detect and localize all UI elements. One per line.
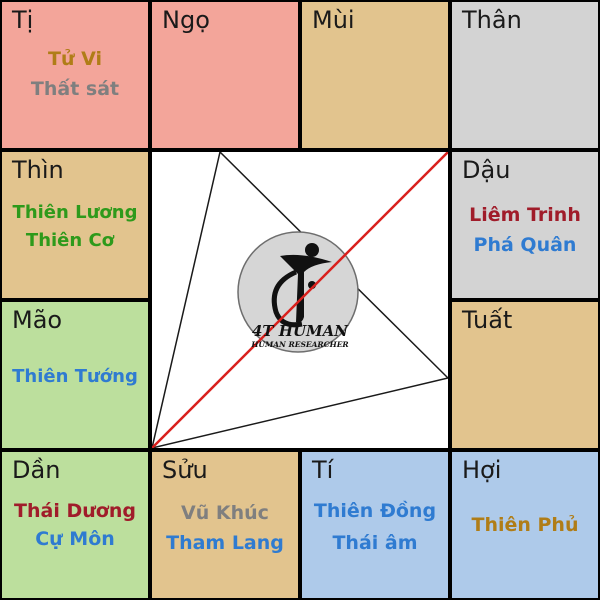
cell-suu: Sửu Vũ Khúc Tham Lang <box>152 452 298 598</box>
cell-title: Dậu <box>462 156 511 184</box>
center-diagram: 4T HUMAN HUMAN RESEARCHER <box>152 152 448 448</box>
logo-emblem-icon <box>271 243 332 328</box>
cell-hoi: Hợi Thiên Phủ <box>452 452 598 598</box>
logo-tagline: HUMAN RESEARCHER <box>250 340 348 349</box>
cell-ti-top: Tị Tử Vi Thất sát <box>2 2 148 148</box>
star-name: Thái Dương <box>14 500 136 522</box>
cell-title: Thìn <box>12 156 64 184</box>
star-name: Tử Vi <box>48 48 102 70</box>
star-name: Tham Lang <box>166 532 284 554</box>
cell-ti-bottom: Tí Thiên Đồng Thái âm <box>302 452 448 598</box>
star-name: Thiên Tướng <box>12 366 138 387</box>
cell-title: Tí <box>312 456 334 484</box>
star-name: Thiên Đồng <box>313 500 437 522</box>
diagonal-line <box>152 152 448 448</box>
cell-title: Thân <box>462 6 522 34</box>
cell-ngo: Ngọ <box>152 2 298 148</box>
star-name: Thiên Phủ <box>471 514 579 536</box>
cell-title: Mão <box>12 306 63 334</box>
cell-dau: Dậu Liêm Trinh Phá Quân <box>452 152 598 298</box>
star-name: Cự Môn <box>35 528 115 550</box>
cell-mui: Mùi <box>302 2 448 148</box>
star-name: Thiên Lương <box>12 202 138 223</box>
cell-dan: Dần Thái Dương Cự Môn <box>2 452 148 598</box>
star-name: Thái âm <box>332 532 418 554</box>
cell-title: Tị <box>12 6 34 34</box>
star-name: Phá Quân <box>473 234 577 256</box>
cell-title: Ngọ <box>162 6 210 34</box>
cell-title: Hợi <box>462 456 502 484</box>
cell-title: Tuất <box>462 306 513 334</box>
cell-than: Thân <box>452 2 598 148</box>
cell-title: Mùi <box>312 6 355 34</box>
star-name: Thiên Cơ <box>25 230 115 251</box>
center-panel: 4T HUMAN HUMAN RESEARCHER <box>152 152 448 448</box>
cell-title: Sửu <box>162 456 208 484</box>
star-name: Thất sát <box>30 78 120 100</box>
cell-mao: Mão Thiên Tướng <box>2 302 148 448</box>
star-name: Liêm Trinh <box>469 204 581 226</box>
logo-brand: 4T HUMAN <box>252 322 349 340</box>
cell-thin: Thìn Thiên Lương Thiên Cơ <box>2 152 148 298</box>
cell-title: Dần <box>12 456 61 484</box>
cell-tuat: Tuất <box>452 302 598 448</box>
star-name: Vũ Khúc <box>181 502 269 524</box>
